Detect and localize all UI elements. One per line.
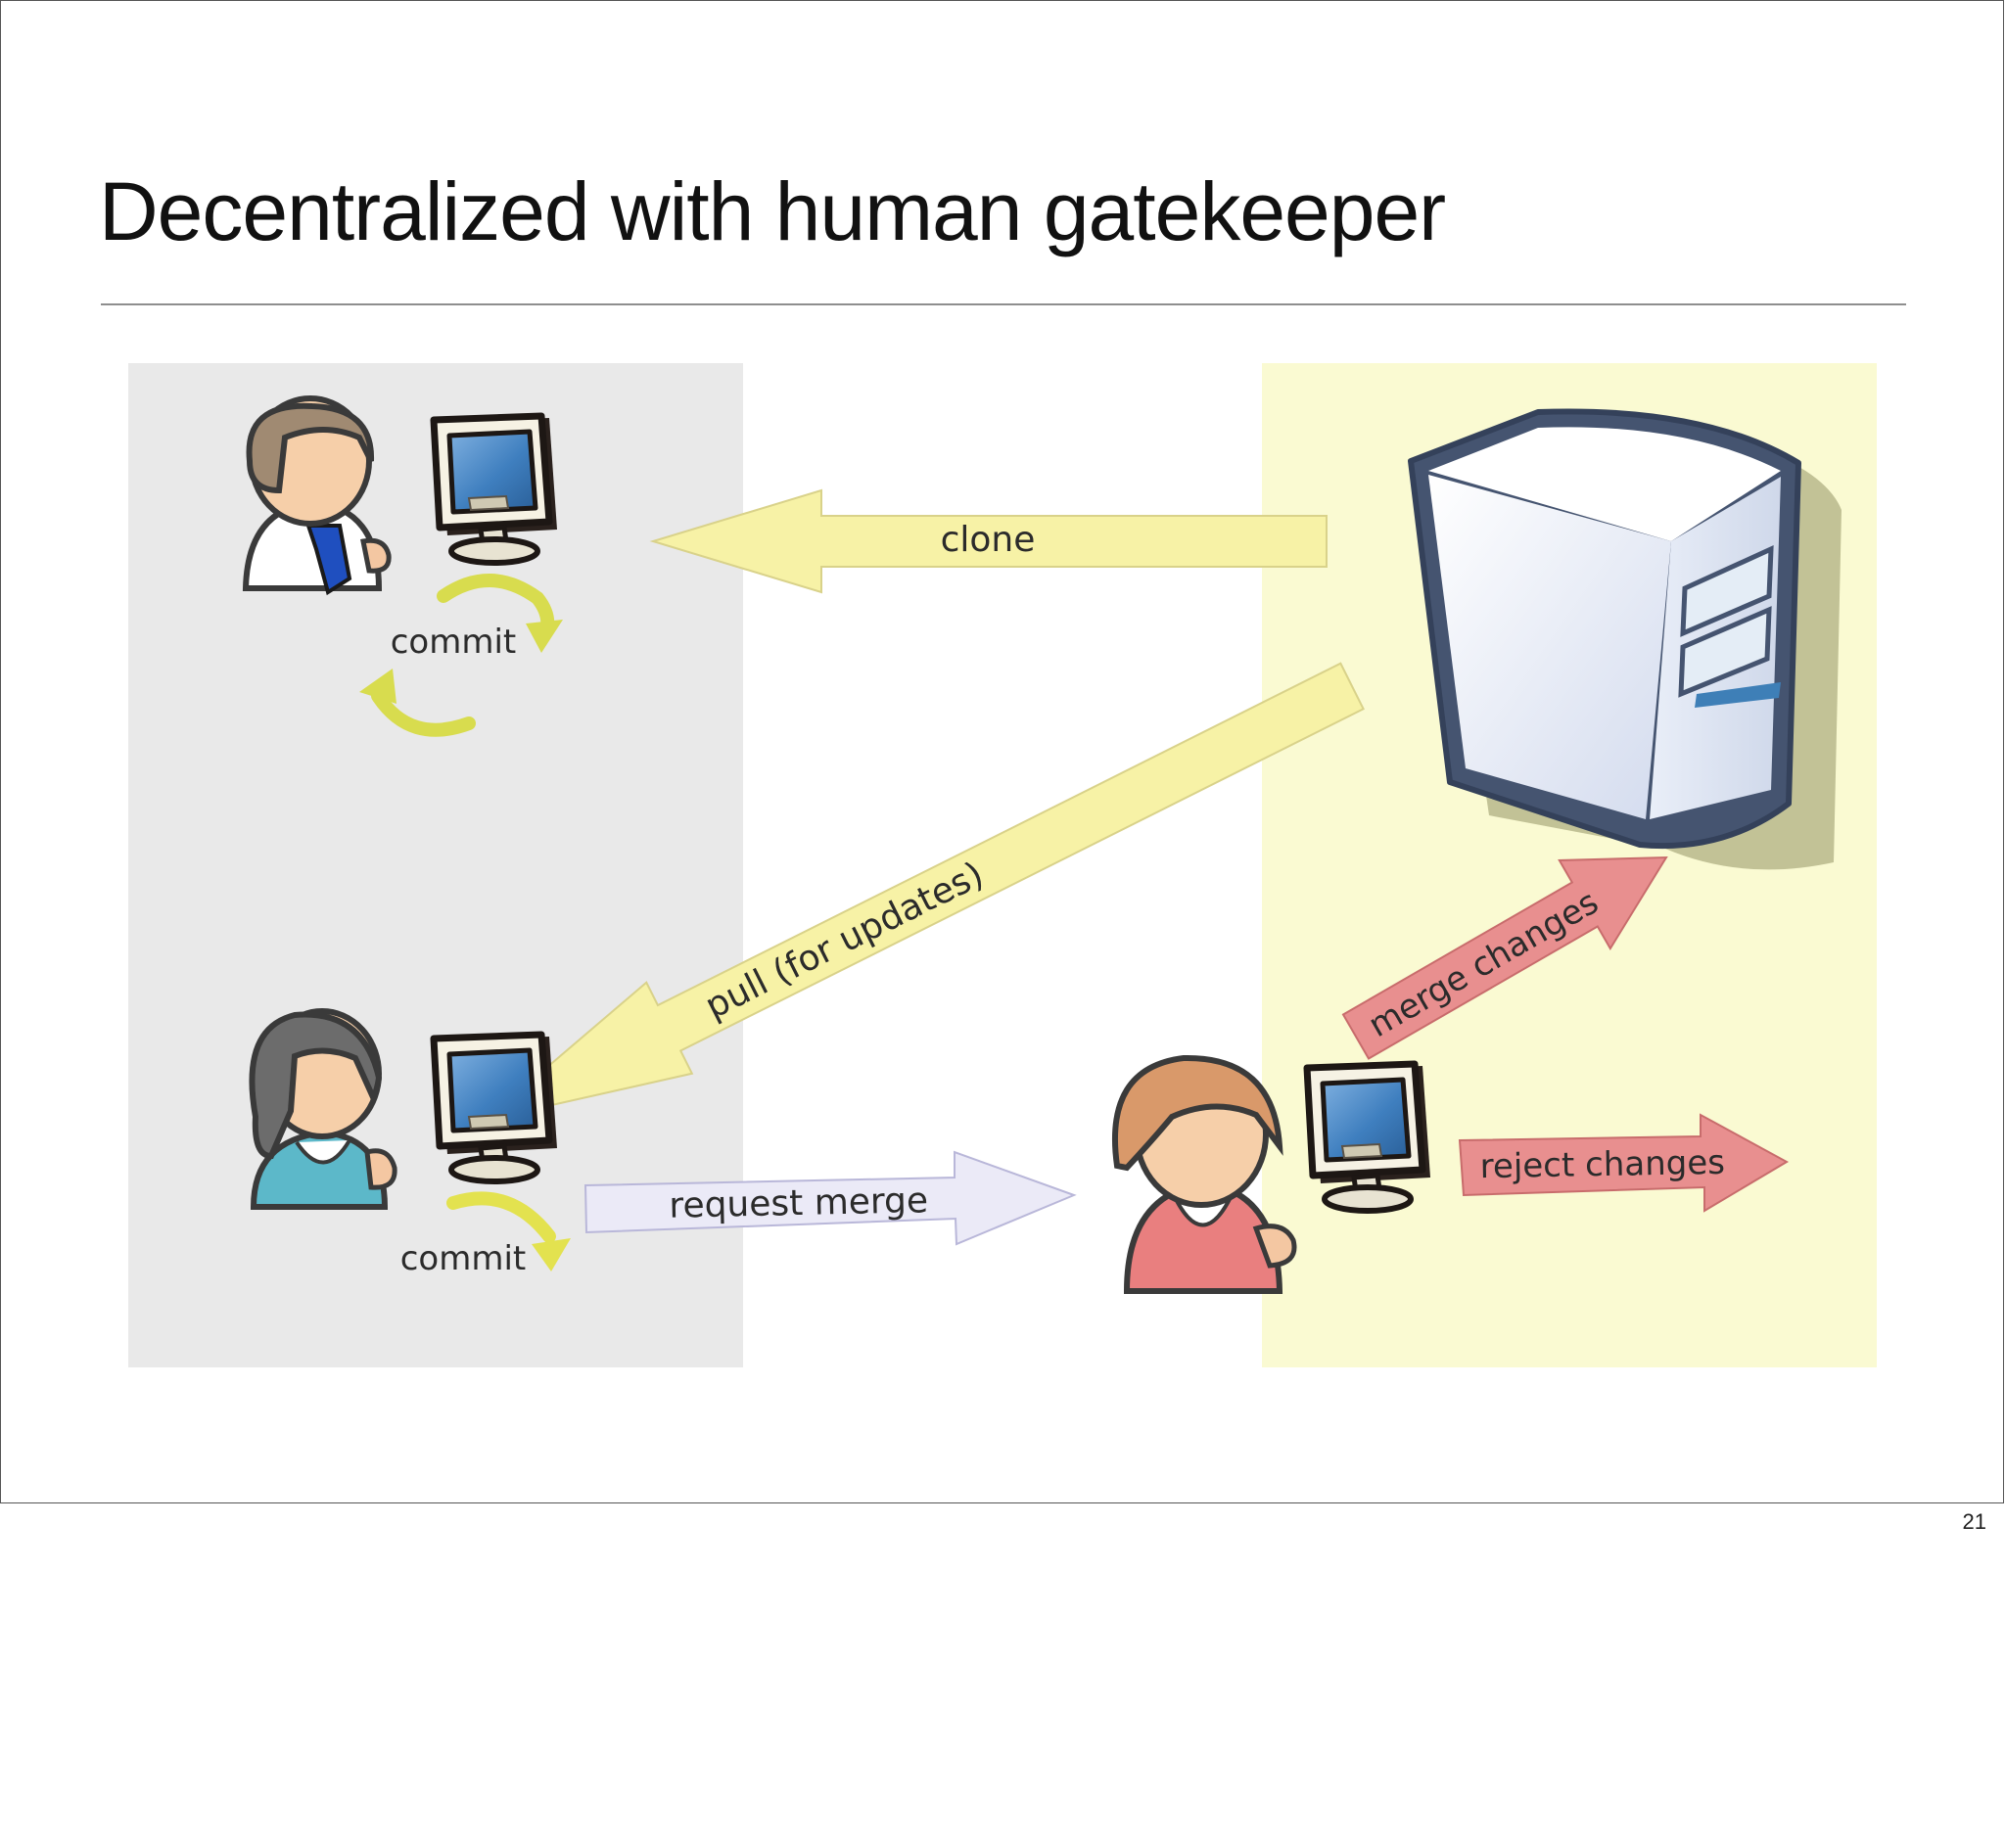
page-number: 21 [1962,1509,1986,1534]
clone-arrow: clone [649,488,1328,594]
gatekeeper-icon [1111,1054,1297,1294]
slide: Decentralized with human gatekeeper [0,0,2004,1503]
commit-arrow-icon [446,1191,571,1271]
request-merge-label: request merge [669,1180,928,1226]
commit-label-bottom: commit [400,1239,527,1278]
developer-female-icon [249,1008,397,1210]
title-divider [101,303,1906,305]
developer-male-icon [242,395,392,596]
request-merge-arrow: request merge [583,1150,1077,1246]
slide-title: Decentralized with human gatekeeper [99,165,1446,257]
commit-label-top: commit [391,623,517,662]
workflow-diagram: clone pull (for updates) request merge m… [128,363,1877,1367]
reject-changes-label: reject changes [1479,1143,1725,1186]
commit-cycle-icon [359,574,563,737]
reject-changes-arrow: reject changes [1458,1113,1790,1213]
server-icon [1408,408,1842,870]
clone-label: clone [941,520,1036,560]
